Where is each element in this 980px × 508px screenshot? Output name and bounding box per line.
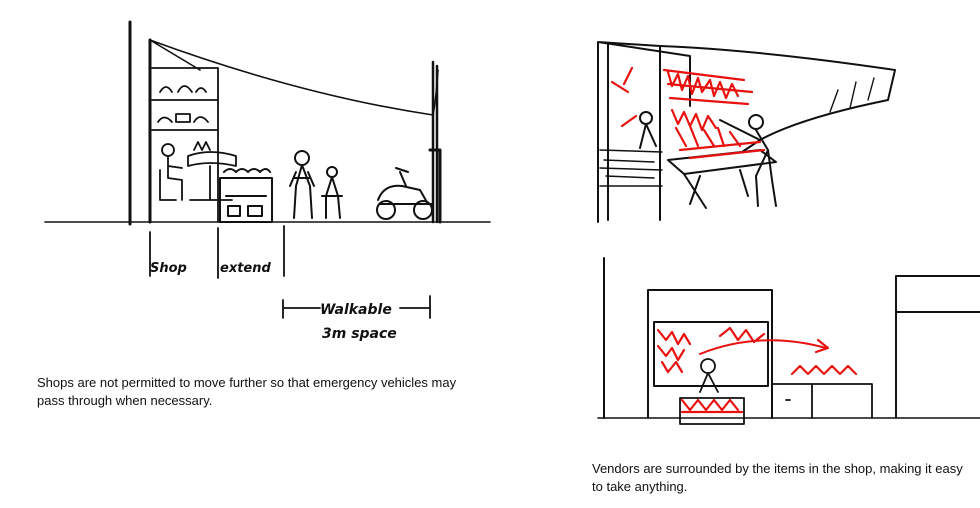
extended-stall — [219, 168, 273, 223]
goods-red-front — [656, 326, 858, 414]
pedestrian-figures — [289, 150, 343, 219]
shop-front-elevation-sketch — [597, 257, 980, 425]
street-section-sketch — [44, 20, 491, 319]
counter-table — [187, 141, 237, 201]
shop-wall — [128, 20, 152, 226]
low-table-front — [679, 397, 745, 425]
seated-vendor-front — [695, 358, 725, 393]
canopy-pole — [431, 60, 439, 224]
stall-canopy — [659, 45, 896, 141]
label-walkable-space: 3m space — [322, 326, 397, 342]
shop-shelves — [151, 67, 219, 223]
stall-table — [667, 149, 777, 209]
label-extend: extend — [220, 261, 271, 276]
seated-vendor-figure — [159, 143, 183, 201]
caption-emergency-vehicles: Shops are not permitted to move further … — [37, 375, 457, 408]
caption-vendors-surrounded: Vendors are surrounded by the items in t… — [592, 461, 963, 494]
vendor-stall-perspective-sketch — [597, 41, 896, 223]
neighbour-building — [895, 275, 980, 419]
pole-base — [428, 148, 442, 224]
label-shop: Shop — [150, 261, 187, 276]
hanging-goods-red — [610, 66, 766, 160]
vendor-inside — [639, 111, 657, 149]
canopy-cloth — [149, 39, 439, 116]
scooter-sketch — [376, 167, 433, 220]
canopy-folds — [829, 77, 875, 113]
lower-shelf — [599, 149, 663, 187]
stall-frame — [597, 41, 691, 223]
dimension-markers — [149, 225, 431, 319]
customer-figure — [741, 114, 777, 207]
label-walkable: Walkable — [320, 302, 392, 318]
counter-cabinet — [771, 383, 873, 419]
shopfront-opening — [647, 289, 773, 419]
